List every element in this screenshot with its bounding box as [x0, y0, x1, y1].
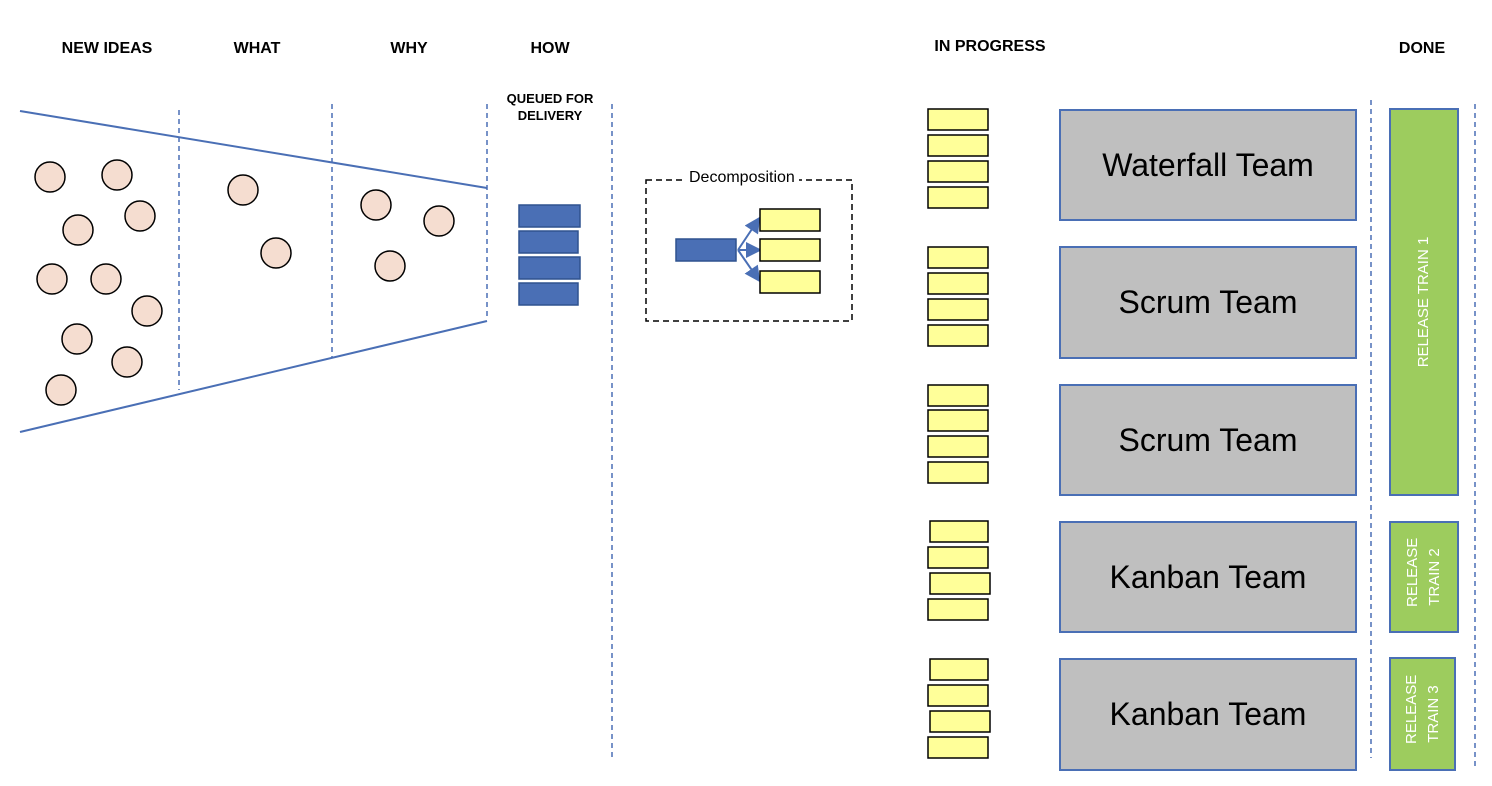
funnel-top-line: [19, 110, 488, 189]
team-box-kanban-1: Kanban Team: [1059, 521, 1357, 633]
decomposition-source-item: [675, 238, 737, 262]
idea-circle: [374, 250, 406, 282]
task-item: [927, 546, 989, 569]
header-new-ideas: NEW IDEAS: [61, 40, 153, 57]
task-item: [927, 246, 989, 269]
release-train-label: RELEASE TRAIN 3: [1402, 674, 1442, 744]
idea-circle: [101, 159, 133, 191]
task-item: [927, 134, 989, 157]
idea-circle: [260, 237, 292, 269]
header-how: HOW: [530, 40, 570, 57]
task-item: [929, 658, 989, 681]
task-item: [927, 272, 989, 295]
decomposition-arrow: [737, 249, 761, 283]
release-train-1: RELEASE TRAIN 1: [1389, 108, 1459, 496]
team-label: Kanban Team: [1109, 696, 1307, 732]
idea-circle: [131, 295, 163, 327]
team-label: Scrum Team: [1118, 284, 1298, 320]
queued-item: [518, 282, 579, 306]
team-label: Waterfall Team: [1102, 146, 1314, 183]
task-item: [927, 435, 989, 458]
team-box-kanban-2: Kanban Team: [1059, 658, 1357, 771]
idea-circle: [90, 263, 122, 295]
task-item: [927, 384, 989, 407]
task-item: [927, 736, 989, 759]
idea-circle: [423, 205, 455, 237]
task-item: [927, 186, 989, 209]
release-train-label: RELEASE TRAIN 2: [1404, 537, 1443, 607]
release-train-3: RELEASE TRAIN 3: [1389, 657, 1456, 771]
team-label: Kanban Team: [1109, 558, 1307, 595]
decomposed-task: [759, 208, 821, 232]
header-queued-for-delivery: QUEUED FOR DELIVERY: [506, 91, 594, 123]
idea-circle: [62, 214, 94, 246]
task-item: [927, 409, 989, 432]
task-item: [927, 298, 989, 321]
queued-item: [518, 204, 581, 228]
idea-circle: [360, 189, 392, 221]
idea-circle: [34, 161, 66, 193]
task-item: [927, 598, 989, 621]
task-item: [927, 461, 989, 484]
team-label: Scrum Team: [1118, 421, 1298, 458]
task-item: [929, 710, 991, 733]
idea-circle: [45, 374, 77, 406]
header-why: WHY: [390, 40, 428, 57]
team-box-scrum-1: Scrum Team: [1059, 246, 1357, 359]
release-train-2: RELEASE TRAIN 2: [1389, 521, 1459, 633]
decomposition-label: Decomposition: [685, 169, 799, 187]
header-what: WHAT: [233, 40, 281, 57]
team-box-scrum-2: Scrum Team: [1059, 384, 1357, 496]
queued-item: [518, 256, 581, 280]
decomposed-task: [759, 270, 821, 294]
task-item: [927, 324, 989, 347]
task-item: [927, 160, 989, 183]
queued-item: [518, 230, 579, 254]
funnel-bottom-line: [19, 320, 488, 433]
header-in-progress: IN PROGRESS: [934, 38, 1046, 55]
idea-circle: [111, 346, 143, 378]
task-item: [927, 684, 989, 707]
decomposition-arrow: [737, 216, 761, 251]
header-done: DONE: [1398, 40, 1446, 57]
task-item: [929, 572, 991, 595]
task-item: [929, 520, 989, 543]
decomposed-task: [759, 238, 821, 262]
release-train-label: RELEASE TRAIN 1: [1415, 236, 1432, 368]
idea-circle: [61, 323, 93, 355]
team-box-waterfall: Waterfall Team: [1059, 109, 1357, 221]
idea-circle: [124, 200, 156, 232]
task-item: [927, 108, 989, 131]
idea-circle: [36, 263, 68, 295]
idea-circle: [227, 174, 259, 206]
